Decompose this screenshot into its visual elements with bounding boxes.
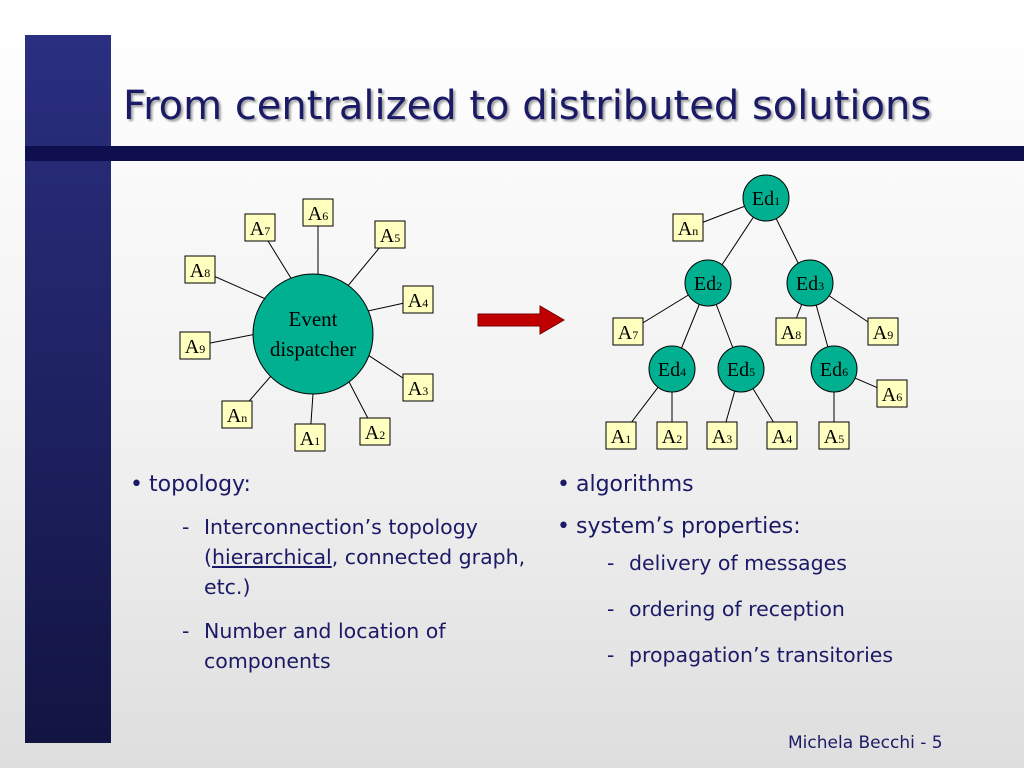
sub-item-ordering: -ordering of reception	[607, 597, 845, 621]
dispatcher-node: Ed4	[648, 345, 696, 393]
bullet-topology: •topology:	[130, 472, 251, 497]
dispatcher-node: Ed2	[684, 259, 732, 307]
left-column: •topology: -Interconnection’s topology (…	[130, 470, 530, 690]
sub-item-interconnection: -Interconnection’s topology (hierarchica…	[182, 515, 526, 599]
agent-node: A3	[706, 421, 738, 450]
svg-text:dispatcher: dispatcher	[270, 337, 356, 361]
node-label: Ed6	[820, 359, 848, 381]
node-label: A6	[308, 203, 328, 225]
agent-node: A6	[302, 198, 334, 227]
node-label: A3	[712, 426, 732, 448]
dispatcher-node: Ed5	[717, 345, 765, 393]
agent-node: A5	[374, 220, 406, 249]
agent-node: A8	[775, 317, 807, 346]
node-label: A4	[408, 290, 428, 312]
node-label: Ed4	[658, 359, 686, 381]
node-label: Ed1	[752, 188, 780, 210]
right-column: •algorithms •system’s properties: -deliv…	[557, 470, 997, 684]
node-label: A7	[618, 322, 638, 344]
agent-node: A1	[605, 421, 637, 450]
dispatcher-node: Ed3	[786, 259, 834, 307]
agent-node: A7	[612, 317, 644, 346]
node-label: A7	[250, 218, 270, 240]
node-label: A2	[365, 422, 385, 444]
footer-author-page: Michela Becchi - 5	[788, 733, 943, 753]
node-label: A9	[185, 336, 205, 358]
agent-node: A6	[876, 379, 908, 408]
agent-node: A9	[179, 331, 211, 360]
sub-item-propagation: -propagation’s transitories	[607, 643, 894, 667]
right-arrow	[477, 305, 565, 335]
title-rule	[25, 146, 1024, 161]
agent-node: A9	[867, 317, 899, 346]
sub-item-number-location: -Number and location of components	[182, 619, 446, 673]
node-label: Ed5	[727, 359, 755, 381]
node-label: An	[227, 405, 247, 427]
agent-node: A2	[359, 417, 391, 446]
node-label: A9	[873, 322, 893, 344]
node-label: A4	[772, 426, 792, 448]
agent-node: A7	[244, 213, 276, 242]
hierarchical-link[interactable]: hierarchical	[212, 545, 332, 569]
node-label: A8	[190, 260, 210, 282]
node-label: A1	[300, 428, 320, 450]
agent-node: An	[672, 213, 704, 242]
dispatcher-node: Ed1	[742, 174, 790, 222]
agent-node: A4	[402, 285, 434, 314]
agent-node: An	[221, 400, 253, 429]
sub-item-delivery: -delivery of messages	[607, 551, 847, 575]
event-dispatcher-node: Event dispatcher	[252, 273, 374, 395]
bullet-algorithms: •algorithms	[557, 472, 694, 497]
bullet-system-properties: •system’s properties:	[557, 514, 801, 539]
node-label: A5	[380, 225, 400, 247]
node-label: A5	[824, 426, 844, 448]
svg-text:Event: Event	[289, 307, 338, 331]
node-label: Ed2	[694, 273, 722, 295]
node-label: Ed3	[796, 273, 824, 295]
agent-node: A1	[294, 423, 326, 452]
agent-node: A5	[818, 421, 850, 450]
agent-node: A3	[402, 373, 434, 402]
node-label: An	[678, 218, 698, 240]
node-label: A6	[882, 384, 902, 406]
node-label: A1	[611, 426, 631, 448]
dispatcher-node: Ed6	[810, 345, 858, 393]
agent-node: A2	[656, 421, 688, 450]
slide-title: From centralized to distributed solution…	[123, 83, 932, 129]
agent-node: A8	[184, 255, 216, 284]
node-label: A8	[781, 322, 801, 344]
agent-node: A4	[766, 421, 798, 450]
node-label: A2	[662, 426, 682, 448]
node-label: A3	[408, 378, 428, 400]
